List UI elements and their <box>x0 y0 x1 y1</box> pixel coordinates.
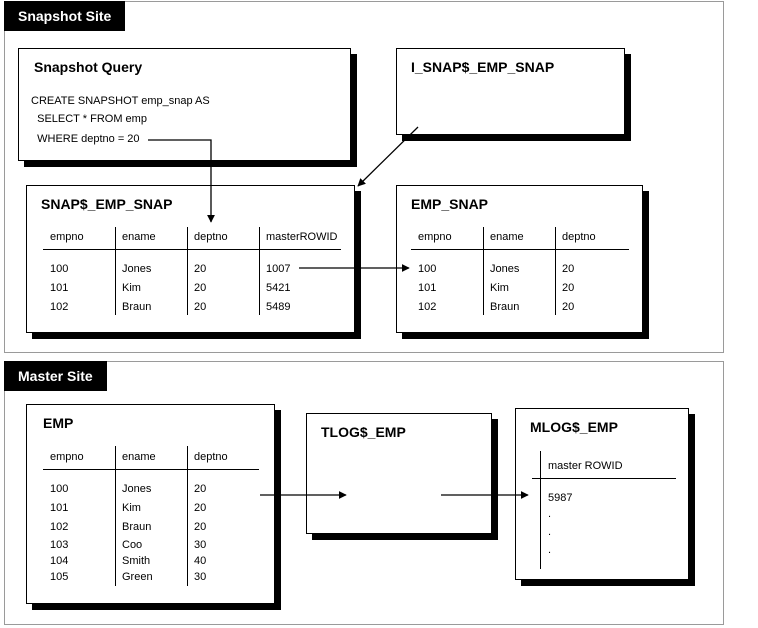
mlog-header-rule <box>532 478 676 479</box>
emp-col-divider <box>115 446 116 586</box>
emp-snap-cell: Braun <box>490 301 520 313</box>
index-to-snap-arrow <box>357 126 419 187</box>
emp-cell: Smith <box>122 555 151 567</box>
master-site-label: Master Site <box>4 361 107 391</box>
query-to-snap-arrow <box>148 139 215 223</box>
emp-snap-col-divider <box>483 227 484 315</box>
emp-cell: 20 <box>194 502 207 514</box>
snap-cell: 20 <box>194 301 207 313</box>
emp-snap-cell: Jones <box>490 263 520 275</box>
emp-cell: Braun <box>122 521 152 533</box>
emp-cell: 100 <box>50 483 69 495</box>
snap-cell: 20 <box>194 263 207 275</box>
emp-cell: 101 <box>50 502 69 514</box>
emp-snap-col-divider <box>555 227 556 315</box>
emp-col-deptno: deptno <box>194 451 228 463</box>
emp-snap-cell: 20 <box>562 301 575 313</box>
emp-cell: Coo <box>122 539 143 551</box>
emp-snap-cell: 20 <box>562 263 575 275</box>
mlog-column-divider <box>540 451 541 569</box>
snapshot-query-box: Snapshot Query CREATE SNAPSHOT emp_snap … <box>18 48 351 161</box>
snap-col-deptno: deptno <box>194 231 228 243</box>
snap-col-divider <box>187 227 188 315</box>
index-box: I_SNAP$_EMP_SNAP <box>396 48 625 135</box>
emp-cell: 20 <box>194 483 207 495</box>
emp-cell: Green <box>122 571 153 583</box>
emp-snap-cell: 100 <box>418 263 437 275</box>
emp-snap-cell: 20 <box>562 282 575 294</box>
emp-cell: 30 <box>194 539 207 551</box>
mlog-cell: 5987 <box>548 492 573 504</box>
emp-snap-cell: 102 <box>418 301 437 313</box>
tlog-box: TLOG$_EMP <box>306 413 492 534</box>
snap-header-rule <box>43 249 341 250</box>
query-line-2: SELECT * FROM emp <box>31 113 147 125</box>
emp-snap-box: EMP_SNAP empno ename deptno 100 Jones 20… <box>396 185 643 333</box>
emp-snap-cell: Kim <box>490 282 509 294</box>
mlog-ellipsis: . <box>548 526 552 538</box>
snap-cell: 1007 <box>266 263 291 275</box>
emp-cell: 104 <box>50 555 69 567</box>
emp-cell: Jones <box>122 483 152 495</box>
mlog-col-master-rowid: master ROWID <box>548 460 623 472</box>
snapshot-query-title: Snapshot Query <box>34 59 143 75</box>
emp-snap-col-ename: ename <box>490 231 524 243</box>
snap-table-title: SNAP$_EMP_SNAP <box>41 196 173 212</box>
emp-cell: 103 <box>50 539 69 551</box>
snap-cell: 100 <box>50 263 69 275</box>
tlog-box-title: TLOG$_EMP <box>321 424 406 440</box>
emp-cell: 102 <box>50 521 69 533</box>
emp-cell: 105 <box>50 571 69 583</box>
index-box-title: I_SNAP$_EMP_SNAP <box>411 59 555 75</box>
emp-col-divider <box>187 446 188 586</box>
emp-header-rule <box>43 469 259 470</box>
snap-col-empno: empno <box>50 231 84 243</box>
emp-cell: 30 <box>194 571 207 583</box>
emp-table-box: EMP empno ename deptno 100 Jones 20 101 … <box>26 404 275 604</box>
snap-cell: 5489 <box>266 301 291 313</box>
emp-snap-header-rule <box>411 249 629 250</box>
snap-col-divider <box>115 227 116 315</box>
emp-cell: 20 <box>194 521 207 533</box>
snap-cell: 101 <box>50 282 69 294</box>
snap-col-divider <box>259 227 260 315</box>
emp-cell: 40 <box>194 555 207 567</box>
snap-cell: 5421 <box>266 282 291 294</box>
emp-col-ename: ename <box>122 451 156 463</box>
emp-cell: Kim <box>122 502 141 514</box>
emp-snap-title: EMP_SNAP <box>411 196 489 212</box>
snap-cell: 20 <box>194 282 207 294</box>
snap-cell: Jones <box>122 263 152 275</box>
emp-snap-cell: 101 <box>418 282 437 294</box>
query-line-3: WHERE deptno = 20 <box>31 133 140 145</box>
emp-snap-col-empno: empno <box>418 231 452 243</box>
query-line-1: CREATE SNAPSHOT emp_snap AS <box>31 95 210 107</box>
emp-col-empno: empno <box>50 451 84 463</box>
snap-col-masterrowid: masterROWID <box>266 231 338 243</box>
snap-table-box: SNAP$_EMP_SNAP empno ename deptno master… <box>26 185 355 333</box>
emp-snap-col-deptno: deptno <box>562 231 596 243</box>
mlog-box: MLOG$_EMP master ROWID 5987 . . . <box>515 408 689 580</box>
snap-cell: Braun <box>122 301 152 313</box>
emp-table-title: EMP <box>43 415 74 431</box>
mlog-ellipsis: . <box>548 508 552 520</box>
snapshot-site-label: Snapshot Site <box>4 1 126 31</box>
snap-cell: 102 <box>50 301 69 313</box>
mlog-ellipsis: . <box>548 544 552 556</box>
snap-cell: Kim <box>122 282 141 294</box>
snap-col-ename: ename <box>122 231 156 243</box>
mlog-box-title: MLOG$_EMP <box>530 419 618 435</box>
